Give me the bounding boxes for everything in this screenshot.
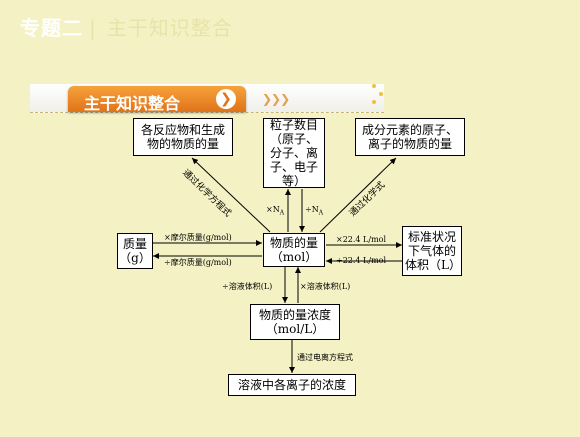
node-mass: 质量（g）: [117, 233, 153, 269]
node-reaction: 各反应物和生成物的物质的量: [133, 118, 233, 156]
label-div-volume: ÷溶液体积(L): [222, 282, 273, 291]
banner-title: 主干知识整合: [84, 94, 181, 113]
decor-dot: [372, 84, 376, 88]
node-concentration: 物质的量浓度（mol/L）: [250, 304, 340, 340]
arrow-to-component: [319, 157, 397, 233]
label-div-224: ÷22.4 L/mol: [336, 256, 387, 265]
label-div-molar: ÷摩尔质量(g/mol): [164, 258, 232, 267]
chapter-label: 专题二: [20, 16, 83, 40]
label-times-224: ×22.4 L/mol: [336, 235, 387, 244]
node-amount: 物质的量（mol）: [263, 233, 325, 267]
title-separator: |: [89, 16, 97, 40]
node-particles: 粒子数目（原子、分子、离子、电子等）: [263, 118, 325, 188]
label-times-molar: ×摩尔质量(g/mol): [164, 233, 232, 242]
node-ion-concentration: 溶液中各离子的浓度: [228, 374, 356, 396]
label-div-na: ÷NA: [305, 205, 323, 219]
label-times-volume: ×溶液体积(L): [300, 282, 351, 291]
decor-dot: [379, 92, 383, 96]
node-gas-volume: 标准状况下气体的体积（L）: [402, 226, 462, 276]
label-ionization: 通过电离方程式: [297, 353, 353, 362]
label-div-na-sub: A: [318, 209, 324, 217]
chevrons-icon: ❯❯❯: [262, 92, 290, 106]
label-div-na-text: ÷N: [305, 205, 319, 214]
label-times-na-text: ×N: [266, 205, 280, 214]
label-times-na-sub: A: [279, 209, 285, 217]
chapter-title: 专题二| 主干知识整合: [20, 12, 233, 41]
arrow-to-reaction: [191, 157, 271, 233]
node-component: 成分元素的原子、离子的物质的量: [355, 118, 465, 156]
chevron-right-icon: ❯: [216, 89, 236, 109]
label-times-na: ×NA: [266, 205, 284, 219]
chapter-subtitle: 主干知识整合: [106, 16, 233, 40]
decor-dot: [372, 100, 376, 104]
